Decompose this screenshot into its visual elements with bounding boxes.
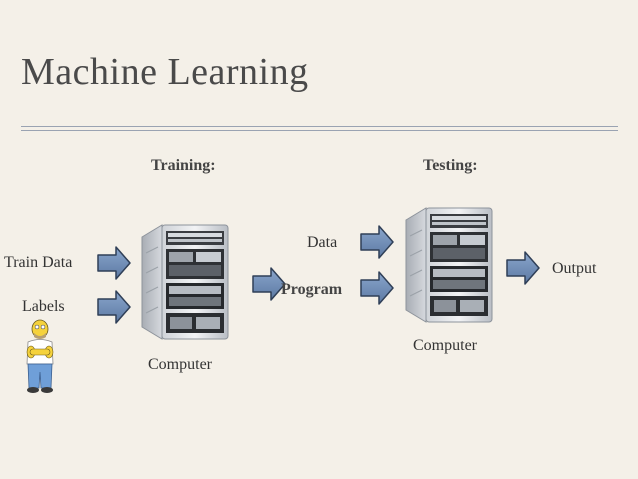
train-data-label: Train Data bbox=[4, 254, 73, 271]
homer-figure-icon bbox=[26, 319, 54, 393]
data-label: Data bbox=[307, 234, 338, 251]
testing-computer-tower-icon bbox=[405, 207, 493, 323]
program-label: Program bbox=[281, 281, 343, 298]
testing-heading: Testing: bbox=[423, 157, 478, 174]
labels-label: Labels bbox=[22, 298, 65, 315]
slide-title: Machine Learning bbox=[21, 51, 309, 93]
output-arrow-icon bbox=[506, 251, 540, 285]
train-data-arrow-icon bbox=[97, 246, 131, 280]
output-label: Output bbox=[552, 260, 597, 277]
program-input-arrow-icon bbox=[360, 271, 394, 305]
data-arrow-icon bbox=[360, 225, 394, 259]
training-computer-label: Computer bbox=[148, 356, 212, 373]
training-computer-tower-icon bbox=[141, 224, 229, 340]
training-heading: Training: bbox=[151, 157, 216, 174]
labels-arrow-icon bbox=[97, 290, 131, 324]
testing-computer-label: Computer bbox=[413, 337, 477, 354]
title-divider-top bbox=[21, 126, 618, 127]
title-divider-bottom bbox=[21, 130, 618, 131]
